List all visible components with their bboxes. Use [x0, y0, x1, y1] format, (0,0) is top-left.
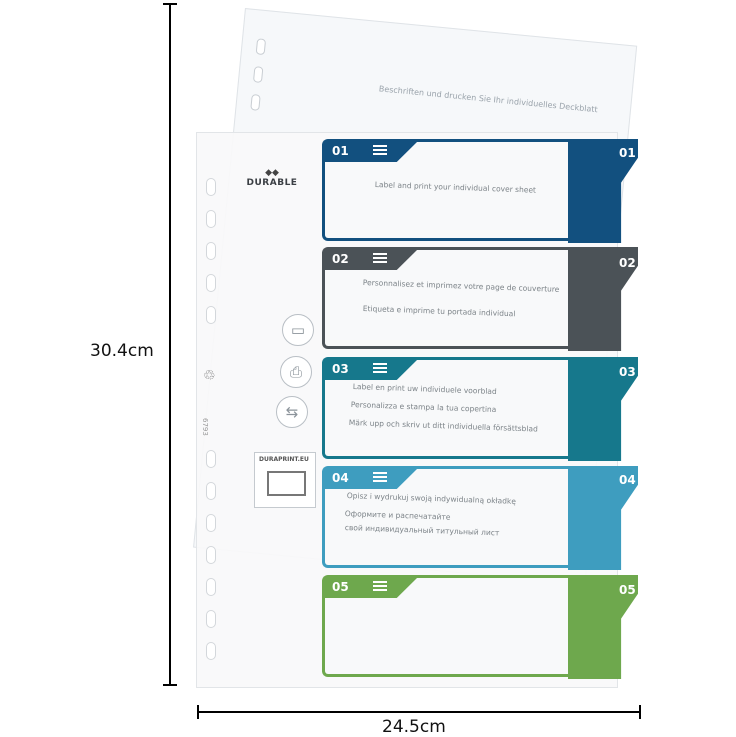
divider-header: 03	[325, 360, 417, 380]
tab-number: 01	[619, 146, 636, 160]
divider-text: Personalizza e stampa la tua copertina	[350, 400, 497, 415]
punch-hole	[252, 66, 264, 83]
article-number: 6793	[201, 418, 209, 436]
divider-card-01: 01 Label and print your individual cover…	[322, 139, 568, 241]
tab-number: 05	[619, 583, 636, 597]
duraprint-text: DURAPRINT.EU	[259, 456, 309, 463]
punch-hole	[206, 514, 216, 532]
divider-text: Label and print your individual cover sh…	[374, 180, 537, 195]
divider-card-05: 05	[322, 575, 568, 677]
divider-text: Opisz i wydrukuj swoją indywidualną okła…	[346, 491, 517, 506]
divider-text: Etiqueta e imprime tu portada individual	[362, 304, 516, 319]
divider-text: Оформите и распечатайте	[344, 509, 451, 522]
punch-hole	[206, 242, 216, 260]
lines-icon	[373, 145, 387, 157]
logo-mark: ◆◆	[265, 168, 279, 178]
punch-hole	[206, 306, 216, 324]
divider-header: 04	[325, 469, 417, 489]
tab-number: 04	[619, 473, 636, 487]
divider-header: 05	[325, 578, 417, 598]
punch-hole	[206, 578, 216, 596]
printer-icon: ⎙	[280, 356, 312, 388]
lines-icon	[373, 253, 387, 265]
height-dimension-cap-bottom	[163, 684, 177, 686]
divider-text: Label en print uw individuele voorblad	[352, 382, 497, 397]
divider-tab-05	[568, 575, 612, 679]
divider-number: 05	[332, 580, 349, 594]
recycle-icon: ♲	[203, 368, 216, 384]
divider-header: 02	[325, 250, 417, 270]
punch-hole	[206, 546, 216, 564]
punch-hole	[206, 210, 216, 228]
screen-icon	[267, 471, 306, 496]
logo-text: DURABLE	[246, 178, 298, 188]
duraprint-box: DURAPRINT.EU	[254, 452, 316, 508]
divider-header: 01	[325, 142, 417, 162]
punch-hole	[206, 482, 216, 500]
divider-tab-04	[568, 466, 612, 570]
divider-tab-03	[568, 357, 612, 461]
lines-icon	[373, 581, 387, 593]
divider-tab-01	[568, 139, 612, 243]
punch-hole	[206, 610, 216, 628]
divider-text: свой индивидуальный титульный лист	[344, 523, 500, 538]
width-dimension-line	[198, 711, 640, 713]
cover-sheet-text: Beschriften und drucken Sie Ihr individu…	[378, 84, 599, 115]
tab-number: 02	[619, 256, 636, 270]
lines-icon	[373, 363, 387, 375]
height-dimension-line	[169, 4, 171, 685]
punch-hole	[206, 178, 216, 196]
divider-text: Märk upp och skriv ut ditt individuella …	[348, 418, 538, 434]
lines-icon	[373, 472, 387, 484]
divider-number: 03	[332, 362, 349, 376]
divider-card-04: 04 Opisz i wydrukuj swoją indywidualną o…	[322, 466, 568, 568]
divider-card-03: 03 Label en print uw individuele voorbla…	[322, 357, 568, 459]
divider-card-02: 02 Personnalisez et imprimez votre page …	[322, 247, 568, 349]
divider-number: 02	[332, 252, 349, 266]
width-dimension-cap-left	[197, 705, 199, 719]
height-dimension-cap-top	[163, 3, 177, 5]
punch-hole	[206, 274, 216, 292]
punch-hole	[250, 94, 261, 111]
divider-number: 04	[332, 471, 349, 485]
width-dimension-cap-right	[639, 705, 641, 719]
punch-hole	[255, 38, 267, 56]
document-transfer-icon: ⇆	[276, 396, 308, 428]
width-dimension-label: 24.5cm	[382, 717, 446, 737]
durable-logo: ◆◆ DURABLE	[242, 168, 302, 188]
tab-number: 03	[619, 365, 636, 379]
divider-text: Personnalisez et imprimez votre page de …	[362, 278, 560, 294]
punch-hole	[206, 642, 216, 660]
monitor-icon: ▭	[282, 314, 314, 346]
divider-number: 01	[332, 144, 349, 158]
divider-tab-02	[568, 247, 612, 351]
height-dimension-label: 30.4cm	[90, 339, 154, 363]
punch-hole	[206, 450, 216, 468]
